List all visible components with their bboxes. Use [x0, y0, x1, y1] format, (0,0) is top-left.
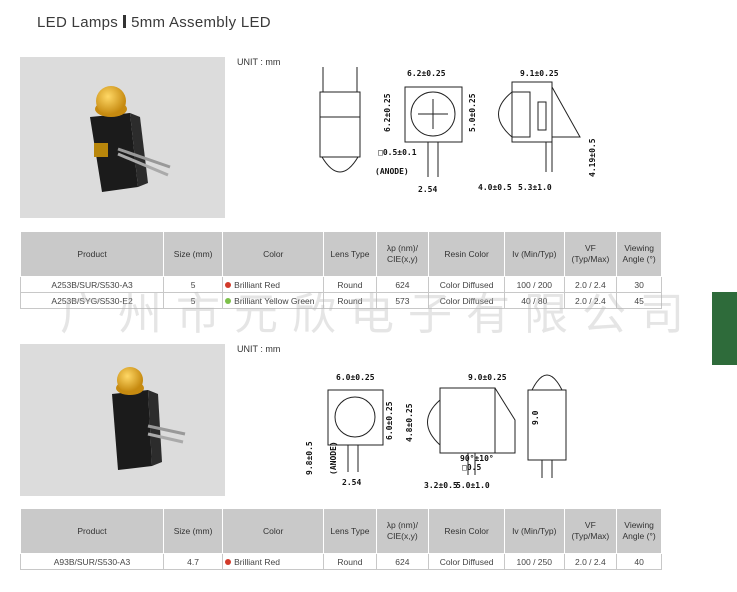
col-lambda: λp (nm)/ CIE(x,y) [375, 231, 430, 277]
led-lamp-image [90, 86, 171, 192]
unit-label-1: UNIT : mm [237, 57, 281, 67]
dimension-drawing-1: 6.2±0.25 9.1±0.25 6.2±0.25 5.0±0.25 4.19… [319, 67, 597, 194]
dim-2.54: 2.54 [342, 478, 361, 487]
col-vf: VF (Typ/Max) [563, 231, 618, 277]
dim-4.0: 4.0±0.5 [478, 183, 512, 192]
col-angle: Viewing Angle (°) [616, 231, 662, 277]
dim-5.0: 5.0±1.0 [456, 481, 490, 490]
anode-label: (ANODE) [375, 167, 409, 176]
col-lambda: λp (nm)/ CIE(x,y) [375, 508, 430, 554]
dim-9.0-top: 9.0±0.25 [468, 373, 507, 382]
product-photo-1 [20, 57, 225, 218]
spec-table-1: Product Size (mm) Color Lens Type λp (nm… [19, 231, 662, 309]
dim-pin-square: □0.5 [462, 463, 481, 472]
dim-9.8: 9.8±0.5 [305, 441, 314, 475]
col-color: Color [222, 508, 325, 554]
unit-label-2: UNIT : mm [237, 344, 281, 354]
title-separator [123, 15, 127, 28]
dimension-drawing-2: 6.0±0.25 9.0±0.25 6.0±0.25 4.8±0.25 9.8±… [305, 373, 567, 490]
dim-6.2-side: 6.2±0.25 [383, 93, 392, 132]
led-lamp-image [112, 367, 186, 470]
col-product: Product [19, 508, 165, 554]
section-tab [712, 292, 737, 365]
dim-2.54: 2.54 [418, 185, 437, 194]
dim-pin-square: □0.5±0.1 [378, 148, 417, 157]
col-resin: Resin Color [428, 508, 506, 554]
dim-3.2: 3.2±0.5 [424, 481, 458, 490]
col-iv: Iv (Min/Typ) [504, 231, 565, 277]
dim-9.0-side: 9.0 [531, 410, 540, 425]
col-size: Size (mm) [163, 508, 224, 554]
col-size: Size (mm) [163, 231, 224, 277]
color-dot-icon [225, 281, 232, 288]
col-product: Product [19, 231, 165, 277]
product-photo-2 [20, 344, 225, 496]
dim-6.0-side: 6.0±0.25 [385, 401, 394, 440]
dim-6.2-top: 6.2±0.25 [407, 69, 446, 78]
spec-table-2: Product Size (mm) Color Lens Type λp (nm… [19, 508, 662, 570]
col-lens: Lens Type [323, 231, 377, 277]
color-dot-icon [225, 558, 232, 565]
dim-9.1: 9.1±0.25 [520, 69, 559, 78]
col-iv: Iv (Min/Typ) [504, 508, 565, 554]
table-row: A93B/SUR/S530-A3 4.7 Brilliant Red Round… [19, 553, 662, 570]
anode-label: (ANODE) [329, 441, 338, 475]
dim-4.19: 4.19±0.5 [588, 138, 597, 177]
color-dot-icon [225, 297, 232, 304]
col-resin: Resin Color [428, 231, 506, 277]
dim-4.8: 4.8±0.25 [405, 403, 414, 442]
col-vf: VF (Typ/Max) [563, 508, 618, 554]
col-angle: Viewing Angle (°) [616, 508, 662, 554]
dim-5.3: 5.3±1.0 [518, 183, 552, 192]
dim-6.0-top: 6.0±0.25 [336, 373, 375, 382]
table-row: A253B/SYG/S530-E2 5 Brilliant Yellow Gre… [19, 292, 662, 309]
watermark: 广州市元欣电子有限公司 [60, 289, 698, 340]
dim-5.0: 5.0±0.25 [468, 93, 477, 132]
col-color: Color [222, 231, 325, 277]
col-lens: Lens Type [323, 508, 377, 554]
dim-angle: 90°±10° [460, 454, 494, 463]
